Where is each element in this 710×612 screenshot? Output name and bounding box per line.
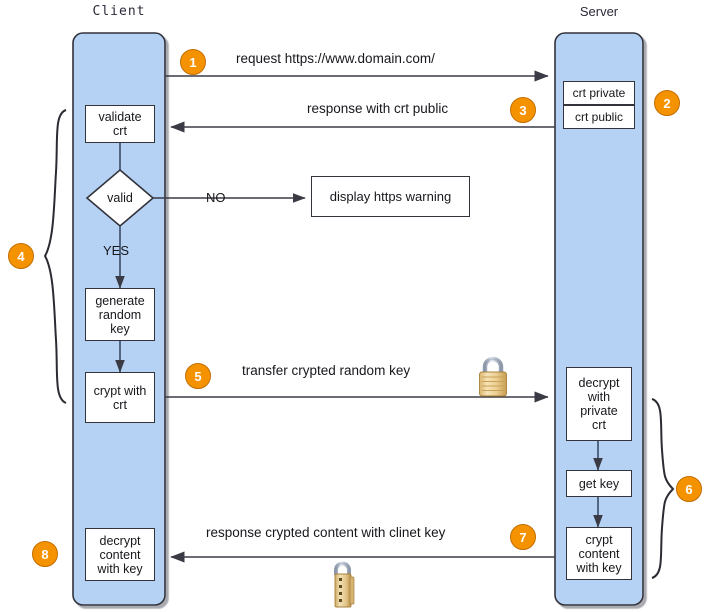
lane-title-server: Server <box>579 4 619 19</box>
process-box-decrypt-with-private-crt[interactable]: decrypt with private crt <box>566 367 632 441</box>
padlock-combination-icon <box>334 561 355 608</box>
step-badge-3[interactable]: 3 <box>510 97 536 123</box>
brace-step-4 <box>43 109 67 404</box>
step-badge-7[interactable]: 7 <box>510 524 536 550</box>
lane-title-client: Client <box>92 4 146 19</box>
message-label-3: response with crt public <box>307 101 449 116</box>
message-label-1: request https://www.domain.com/ <box>236 51 435 66</box>
process-box-crypt-with-crt[interactable]: crypt with crt <box>85 372 155 423</box>
brace-step-6 <box>651 398 675 579</box>
process-box-generate-random-key[interactable]: generate random key <box>85 288 155 341</box>
step-badge-1[interactable]: 1 <box>180 49 206 75</box>
process-box-get-key[interactable]: get key <box>566 470 632 497</box>
process-box-crt-private[interactable]: crt private <box>563 81 635 105</box>
process-box-crt-public[interactable]: crt public <box>563 105 635 129</box>
message-label-5: transfer crypted random key <box>242 363 411 378</box>
message-label-7: response crypted content with clinet key <box>206 525 446 540</box>
edge-label-no: NO <box>206 190 226 205</box>
step-badge-8[interactable]: 8 <box>32 541 58 567</box>
process-box-decrypt-content-with-key[interactable]: decrypt content with key <box>85 528 155 581</box>
edge-label-yes: YES <box>103 243 130 258</box>
decision-label-valid: valid <box>107 191 133 205</box>
process-box-crypt-content-with-key[interactable]: crypt content with key <box>566 527 632 580</box>
process-box-display-https-warning[interactable]: display https warning <box>311 176 470 217</box>
step-badge-6[interactable]: 6 <box>676 476 702 502</box>
step-badge-4[interactable]: 4 <box>8 243 34 269</box>
padlock-closed-icon <box>479 356 507 397</box>
server-lifeline <box>554 32 644 606</box>
step-badge-2[interactable]: 2 <box>654 90 680 116</box>
step-badge-5[interactable]: 5 <box>185 363 211 389</box>
process-box-validate-crt[interactable]: validate crt <box>85 105 155 143</box>
